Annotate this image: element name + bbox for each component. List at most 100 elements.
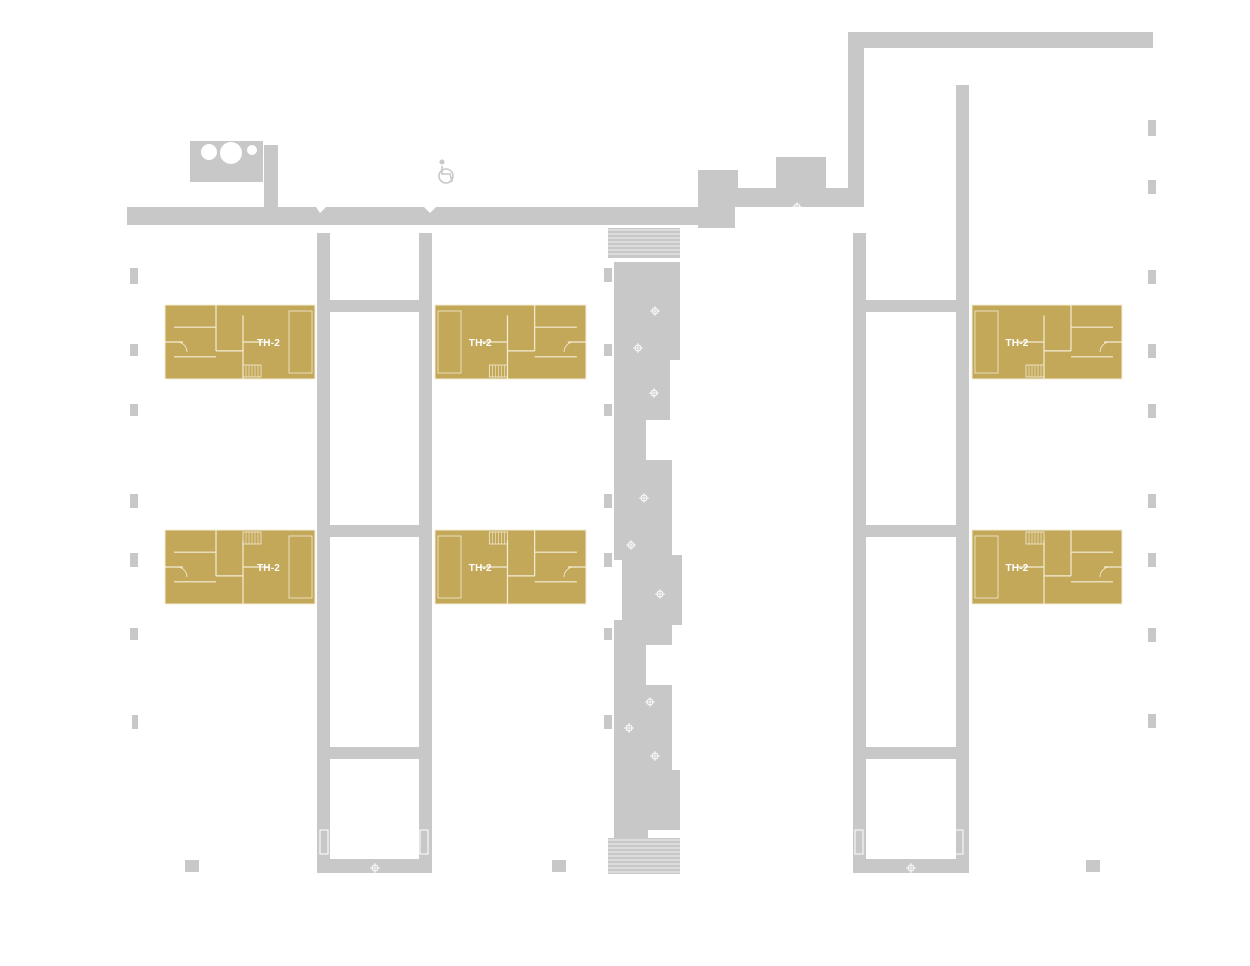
unit-label: TH-2 [469,563,492,574]
stair-icon [1025,531,1045,545]
unit-label: TH-2 [257,563,280,574]
unit-th-2[interactable]: TH-2 [971,529,1123,605]
wall-stub [604,628,612,640]
wall-stub [132,715,138,729]
wall-stub [958,268,966,282]
door-swing-icon [176,341,188,353]
wall-stub [604,715,612,729]
garage-outline [288,535,313,599]
spine-stair-top [608,228,680,258]
garage-outline [974,535,999,599]
column-marker-icon [639,493,649,503]
door-frame [854,829,864,855]
column-marker-icon [650,306,660,316]
unit-outline [434,529,587,605]
wheelchair-icon [438,159,454,184]
wall-stub [604,494,612,508]
wall-stub [130,268,138,284]
right-corridor-wall-b [956,85,969,859]
unit-th-2[interactable]: TH-2 [434,529,587,605]
door-frame [419,829,429,855]
garage-outline [974,310,999,374]
stair-icon [488,364,508,378]
left-stair-base [317,859,432,873]
unit-th-2[interactable]: TH-2 [434,304,587,380]
wall-stub [552,860,566,872]
wall-stub [130,404,138,416]
wall-stub [1148,270,1156,284]
structure-details [130,120,1156,873]
door-swing-icon [1099,341,1111,353]
stair-icon [242,364,262,378]
garage-outline [437,535,462,599]
door-swing-icon [563,566,575,578]
column-marker-icon [906,863,916,873]
unit-outline [164,529,316,605]
wall-stub [1148,404,1156,418]
right-crosswall-2 [866,525,956,537]
column-marker-icon [649,388,659,398]
wall-stub [1148,553,1156,567]
wall-stub [958,175,966,193]
door-frame [319,829,329,855]
unit-label: TH-2 [1005,563,1028,574]
door-swing-icon [563,341,575,353]
column-marker-icon [633,343,643,353]
column-marker-icon [650,751,660,761]
top-corridor-wall [127,157,864,228]
unit-outline [434,304,587,380]
column-marker-icon [370,863,380,873]
garage-outline [288,310,313,374]
wall-stub [185,860,199,872]
upper-left-pillar [264,145,278,211]
left-crosswall-3 [330,747,419,759]
wall-stub [1086,860,1100,872]
building-structure [127,32,1153,874]
wall-stub [1148,494,1156,508]
left-corridor-wall-a [317,233,330,859]
right-corridor-wall-a [853,233,866,859]
unit-outline [971,304,1123,380]
stair-icon [242,531,262,545]
tank-icon [201,142,257,164]
wall-stub [130,344,138,356]
unit-label: TH-2 [469,338,492,349]
unit-label: TH-2 [1005,338,1028,349]
left-crosswall-1 [330,300,419,312]
column-marker-icon [792,202,802,212]
unit-outline [164,304,316,380]
unit-th-2[interactable]: TH-2 [164,304,316,380]
unit-th-2[interactable]: TH-2 [164,529,316,605]
wall-stub [1148,180,1156,194]
left-corridor-wall-b [419,233,432,859]
wall-stub [604,344,612,356]
wall-stub [604,268,612,282]
unit-outline [971,529,1123,605]
wall-stub [604,553,612,567]
wall-stub [1148,120,1156,136]
column-marker-icon [655,589,665,599]
markers-layer [370,202,916,873]
top-right-wall [848,32,1153,190]
column-marker-icon [624,723,634,733]
wall-stub [130,553,138,567]
right-crosswall-1 [866,300,956,312]
unit-label: TH-2 [257,338,280,349]
wall-stub [604,404,612,416]
central-spine [614,262,682,838]
stair-icon [1025,364,1045,378]
left-crosswall-2 [330,525,419,537]
door-swing-icon [176,566,188,578]
wall-stub [130,494,138,508]
column-marker-icon [645,697,655,707]
wall-stub [1148,714,1156,728]
column-marker-icon [626,540,636,550]
wall-stub [130,628,138,640]
door-swing-icon [1099,566,1111,578]
wall-stub [1148,344,1156,358]
unit-th-2[interactable]: TH-2 [971,304,1123,380]
right-crosswall-3 [866,747,956,759]
door-frame [954,829,964,855]
